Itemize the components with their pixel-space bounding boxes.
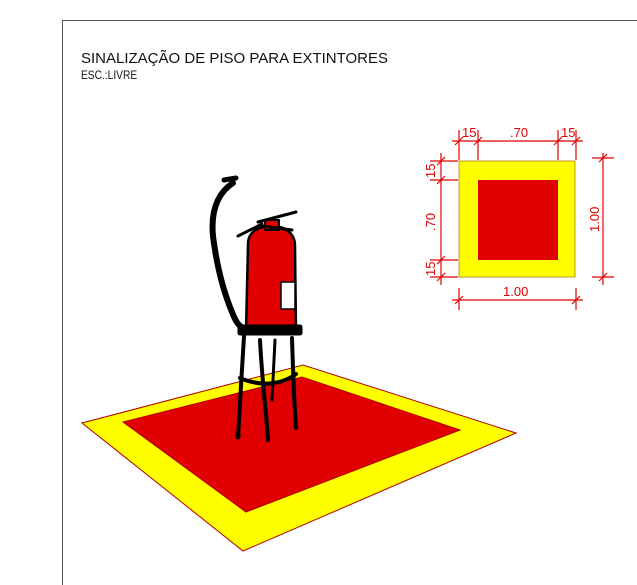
dim-top-right: 15 — [561, 125, 575, 140]
dim-left-top: 15 — [423, 164, 438, 178]
extinguisher-stand-collar — [237, 324, 303, 336]
fire-extinguisher-icon — [209, 175, 303, 442]
dim-left-center: .70 — [423, 213, 438, 231]
dim-top-center: .70 — [510, 125, 528, 140]
extinguisher-hose — [209, 180, 251, 331]
dim-right-total: 1.00 — [587, 207, 602, 232]
extinguisher-label — [280, 281, 296, 310]
floor-marking-perspective — [80, 364, 518, 552]
plan-red-square — [478, 180, 558, 260]
dim-top-left: 15 — [462, 125, 476, 140]
dim-left-bottom: 15 — [423, 262, 438, 276]
extinguisher-handle — [236, 210, 298, 238]
extinguisher-stand — [235, 334, 298, 442]
plan-detail: 15 .70 15 15 .70 15 1.00 1.00 — [423, 125, 614, 310]
drawing-title: SINALIZAÇÃO DE PISO PARA EXTINTORES — [81, 50, 389, 67]
dim-bottom-total: 1.00 — [503, 284, 528, 299]
drawing-scale: ESC.:LIVRE — [81, 68, 138, 82]
drawing-sheet-frame — [62, 20, 637, 585]
extinguisher-cylinder — [244, 224, 298, 334]
